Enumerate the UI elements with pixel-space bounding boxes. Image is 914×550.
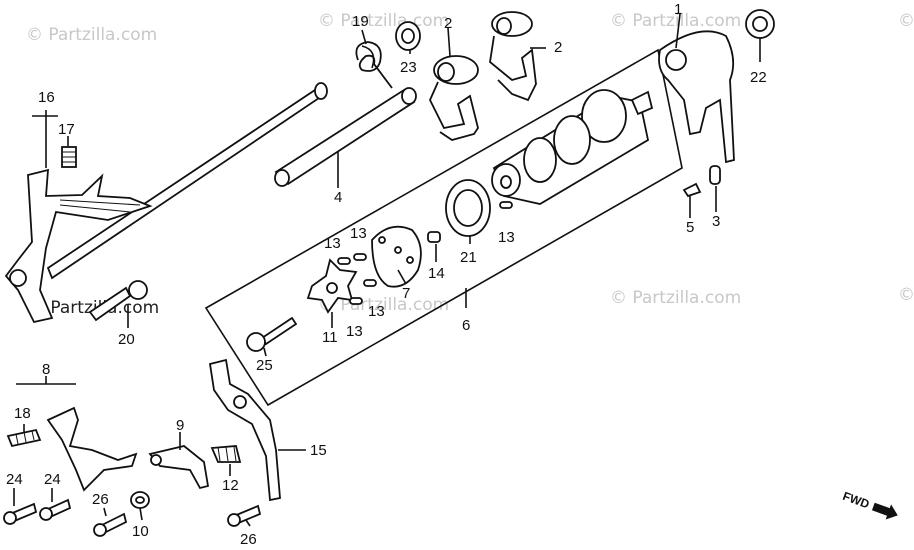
part-shift-fork-a[interactable]	[429, 55, 479, 141]
callout-10: 10	[132, 523, 149, 540]
watermark: © Partzilla.com	[610, 11, 741, 31]
part-bearing-23[interactable]	[395, 21, 421, 51]
part-pin[interactable]	[337, 257, 351, 265]
callouts: 1 2 2 3 4 5 6 7 8 9 10 11 12 13 13 13 13…	[6, 1, 767, 548]
callout-16: 16	[38, 89, 55, 106]
callout-9: 9	[176, 417, 184, 434]
fwd-label: FWD	[841, 489, 872, 512]
part-washer-10[interactable]	[130, 491, 150, 509]
part-guide-shaft[interactable]	[274, 87, 417, 187]
callout-7: 7	[402, 285, 410, 302]
callout-13: 13	[324, 235, 341, 252]
part-pin[interactable]	[349, 297, 363, 305]
callout-23: 23	[400, 59, 417, 76]
part-shift-fork-b[interactable]	[489, 11, 537, 102]
callout-19: 19	[352, 13, 369, 30]
part-bearing-21[interactable]	[445, 179, 491, 237]
part-plate-9[interactable]	[148, 445, 210, 490]
callout-12: 12	[222, 477, 239, 494]
part-pin[interactable]	[363, 279, 377, 287]
callout-18: 18	[14, 405, 31, 422]
callout-24: 24	[6, 471, 23, 488]
watermark: © Partzilla.com	[610, 288, 741, 308]
callout-26: 26	[92, 491, 109, 508]
part-shift-drum[interactable]	[491, 89, 654, 205]
part-pin-14[interactable]	[427, 231, 441, 243]
callout-21: 21	[460, 249, 477, 266]
callout-2: 2	[554, 39, 562, 56]
watermarks: © Partzilla.com © Partzilla.com © Partzi…	[26, 11, 914, 318]
callout-22: 22	[750, 69, 767, 86]
part-bolt-20[interactable]	[88, 280, 148, 322]
part-pin[interactable]	[353, 253, 367, 261]
callout-11: 11	[322, 329, 338, 346]
part-shift-fork-1[interactable]	[658, 30, 735, 164]
leader-lines	[13, 13, 761, 527]
callout-4: 4	[334, 189, 342, 206]
callout-8: 8	[42, 361, 50, 378]
watermark: © Partzilla.com	[28, 298, 159, 318]
callout-24: 24	[44, 471, 61, 488]
watermark: © Partzilla.com	[318, 11, 449, 31]
callout-13: 13	[498, 229, 515, 246]
watermark: © Partzilla.com	[898, 285, 914, 305]
callout-3: 3	[712, 213, 720, 230]
callout-15: 15	[310, 442, 327, 459]
callout-6: 6	[462, 317, 470, 334]
part-drum-cam[interactable]	[371, 225, 422, 288]
part-arm-15[interactable]	[208, 358, 281, 502]
callout-13: 13	[368, 303, 385, 320]
part-shift-shaft[interactable]	[4, 82, 328, 324]
part-return-spring[interactable]	[355, 41, 393, 89]
callout-13: 13	[346, 323, 363, 340]
part-bolt-26a[interactable]	[93, 512, 128, 537]
part-bolt-25[interactable]	[246, 316, 298, 352]
part-pin[interactable]	[499, 201, 513, 209]
part-spring-12[interactable]	[210, 445, 242, 463]
callout-1: 1	[674, 1, 682, 18]
part-spring-18[interactable]	[6, 428, 42, 448]
callout-17: 17	[58, 121, 75, 138]
callout-20: 20	[118, 331, 135, 348]
part-bolt-26b[interactable]	[227, 504, 262, 527]
callout-2: 2	[444, 15, 452, 32]
part-shift-arm[interactable]	[46, 406, 138, 492]
callout-5: 5	[686, 219, 694, 236]
fwd-arrow: FWD	[841, 489, 898, 520]
callout-14: 14	[428, 265, 445, 282]
part-spring-17[interactable]	[61, 146, 77, 168]
callout-25: 25	[256, 357, 273, 374]
part-star-plate[interactable]	[306, 258, 358, 314]
part-bolt-24b[interactable]	[39, 498, 72, 521]
part-clip-5[interactable]	[682, 182, 702, 198]
part-pin-3[interactable]	[709, 165, 721, 185]
watermark: © Partzilla.com	[898, 11, 914, 31]
part-bearing-22[interactable]	[745, 9, 775, 39]
callout-26: 26	[240, 531, 257, 548]
arrow-icon	[871, 502, 898, 520]
callout-13: 13	[350, 225, 367, 242]
part-bolt-24a[interactable]	[3, 502, 38, 525]
watermark: © Partzilla.com	[26, 25, 157, 45]
assembly-frame	[204, 48, 683, 407]
